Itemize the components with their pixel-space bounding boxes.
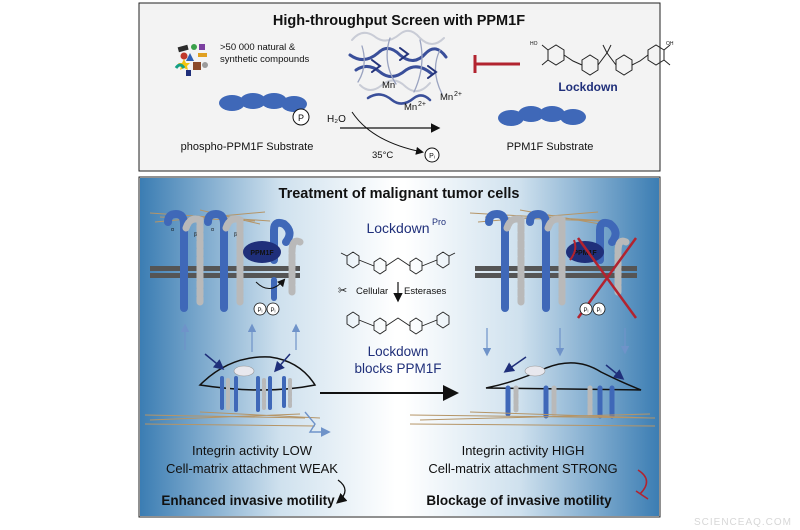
- metal-ion-3: Mn: [404, 102, 417, 113]
- ppm1f-label-right: PPM1F: [573, 250, 597, 257]
- membrane-right: [475, 266, 637, 278]
- blocks-line1: Lockdown: [368, 344, 429, 359]
- phosphate-icon-left-2: [266, 302, 280, 316]
- phosphate-icon-right-1: [579, 302, 593, 316]
- scissors-icon: ✂: [338, 285, 347, 297]
- temperature-label: 35°C: [372, 150, 393, 161]
- left-text-line2: Cell-matrix attachment WEAK: [166, 461, 338, 476]
- left-outcome-arrow: [336, 479, 348, 504]
- ppm1f-structure-icon: [348, 29, 448, 105]
- cell-right-arrows: [503, 356, 625, 380]
- phosphate-p-label: P: [298, 113, 304, 123]
- ppm1f-label-left: PPM1F: [250, 250, 274, 257]
- phosphate-release-arrow: [351, 111, 424, 155]
- lockdown-pro-superscript: Pro: [432, 217, 446, 227]
- alpha-label-left-2: α: [211, 227, 214, 233]
- lockdown-pro-label: Lockdown: [366, 220, 429, 236]
- beta-label-left-2: β: [234, 232, 237, 238]
- left-outcome: Enhanced invasive motility: [161, 493, 335, 508]
- watermark: SCIENCEAQ.COM: [694, 517, 792, 528]
- cell-left-arrows: [204, 353, 291, 373]
- signal-arrows-right: [482, 328, 630, 357]
- cell-left: [198, 356, 317, 412]
- lockdown-oh-left: HO: [530, 41, 538, 47]
- phosphate-label-right-2: Pᵢ: [597, 308, 602, 314]
- integrin-right-bent: [596, 218, 630, 296]
- blocks-line2: blocks PPM1F: [354, 361, 441, 376]
- integrin-right-1: [485, 209, 525, 312]
- integrin-left-bent: [270, 218, 304, 301]
- metal-ion-3-charge: 2+: [418, 101, 426, 108]
- lockdown-label: Lockdown: [558, 80, 617, 94]
- compounds-text-line2: synthetic compounds: [220, 54, 309, 65]
- lockdown-oh-right: OH: [666, 41, 674, 47]
- beta-label-left-1: β: [194, 232, 197, 238]
- right-outcome: Blockage of invasive motility: [426, 493, 612, 508]
- substrate-right-label: PPM1F Substrate: [507, 141, 594, 153]
- ecm-fibers-bottom: [144, 411, 656, 427]
- inhibition-symbol: [473, 55, 520, 73]
- top-panel-title: High-throughput Screen with PPM1F: [273, 13, 525, 29]
- lockdown-molecule-icon: [541, 44, 671, 76]
- compound-library-icon: [174, 44, 208, 76]
- cell-right: [485, 362, 642, 419]
- ppm1f-enzyme-left: [243, 241, 281, 263]
- metal-ion-2-charge: 2+: [454, 91, 462, 98]
- alpha-label-left-1: α: [171, 227, 174, 233]
- lockdown-active-molecule-icon: [346, 311, 450, 335]
- dephosphorylation-arrow-left: [255, 278, 286, 289]
- integrin-left-1: [164, 209, 204, 312]
- metal-ion-1: Mn: [382, 80, 395, 91]
- cleavage-left-label: Cellular: [356, 286, 388, 297]
- phospho-substrate-icon: [219, 93, 310, 126]
- cleavage-right-label: Esterases: [404, 286, 446, 297]
- phosphate-icon-right-2: [592, 302, 606, 316]
- integrin-right-2: [526, 209, 566, 312]
- lockdown-pro-molecule-icon: [340, 251, 456, 275]
- phosphate-label-right-1: Pᵢ: [584, 308, 589, 314]
- integrin-left-2: [204, 209, 244, 312]
- substrate-left-label: phospho-PPM1F Substrate: [181, 141, 314, 153]
- weak-attachment-arrow: [304, 411, 331, 437]
- right-text-line2: Cell-matrix attachment STRONG: [428, 461, 617, 476]
- phosphate-icon-left-1: [253, 302, 267, 316]
- phosphate-label-left-1: Pᵢ: [258, 308, 263, 314]
- signal-arrows-left: [180, 323, 301, 352]
- substrate-icon: [498, 106, 586, 126]
- right-outcome-inhibit-arrow: [635, 469, 649, 500]
- lockdown-bound-mark: [569, 239, 577, 261]
- right-text-line1: Integrin activity HIGH: [462, 443, 585, 458]
- metal-ion-2: Mn: [440, 92, 453, 103]
- left-text-line1: Integrin activity LOW: [192, 443, 313, 458]
- water-label: H₂O: [327, 114, 346, 125]
- released-phosphate-label: Pᵢ: [429, 153, 435, 160]
- top-panel: [138, 2, 661, 172]
- released-phosphate-icon: [424, 147, 440, 163]
- bottom-panel-title: Treatment of malignant tumor cells: [279, 186, 520, 202]
- phosphate-label-left-2: Pᵢ: [271, 308, 276, 314]
- compounds-text-line1: >50 000 natural &: [220, 42, 296, 53]
